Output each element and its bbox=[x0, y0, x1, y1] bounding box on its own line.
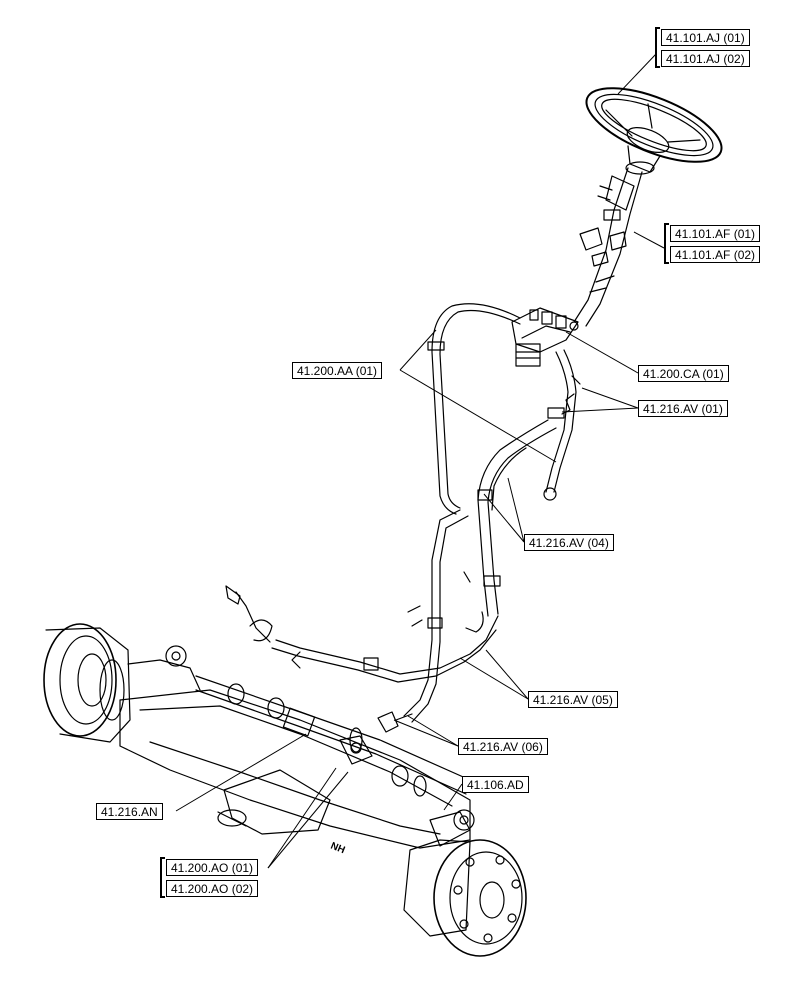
callout-bracket bbox=[655, 27, 660, 68]
callout-41-216-an: 41.216.AN bbox=[96, 803, 163, 820]
callout-41-101-aj-02: 41.101.AJ (02) bbox=[661, 50, 750, 67]
axle-brand-mark: NH bbox=[329, 841, 347, 857]
callout-41-200-ca-01: 41.200.CA (01) bbox=[638, 365, 729, 382]
callout-41-101-aj-01: 41.101.AJ (01) bbox=[661, 29, 750, 46]
callout-bracket bbox=[664, 223, 669, 264]
callout-41-216-av-04: 41.216.AV (04) bbox=[524, 534, 614, 551]
callout-41-106-ad: 41.106.AD bbox=[462, 776, 529, 793]
hydraulic-hoses bbox=[225, 303, 581, 733]
callout-41-200-aa-01: 41.200.AA (01) bbox=[292, 362, 383, 379]
callout-41-200-ao-01: 41.200.AO (01) bbox=[166, 859, 259, 876]
callout-41-200-ao-02: 41.200.AO (02) bbox=[166, 880, 259, 897]
callout-41-216-av-01: 41.216.AV (01) bbox=[638, 400, 728, 417]
steering-valve bbox=[511, 307, 579, 367]
steering-column bbox=[573, 167, 643, 327]
leader-lines bbox=[175, 53, 665, 869]
callout-bracket bbox=[160, 857, 165, 898]
front-axle bbox=[43, 623, 527, 957]
callout-41-101-af-01: 41.101.AF (01) bbox=[670, 225, 761, 242]
callout-41-216-av-06: 41.216.AV (06) bbox=[458, 738, 548, 755]
callout-41-216-av-05: 41.216.AV (05) bbox=[528, 691, 618, 708]
callout-41-101-af-02: 41.101.AF (02) bbox=[670, 246, 761, 263]
steering-wheel bbox=[585, 87, 723, 175]
